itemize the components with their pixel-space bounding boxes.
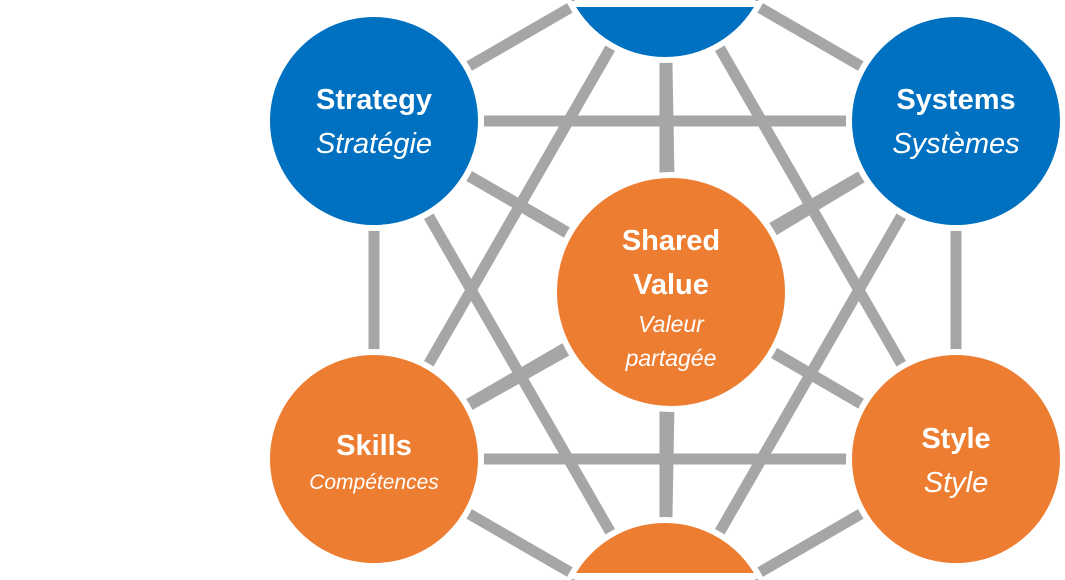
node-skills: Skills Compétences <box>309 424 439 498</box>
node-strategy-en: Strategy <box>315 84 433 116</box>
node-systems: Systems Systèmes <box>892 78 1019 166</box>
node-shared-fr2: partagée <box>625 345 717 371</box>
circle-top <box>565 1 765 63</box>
circle-bottom <box>565 517 765 579</box>
node-skills-fr: Compétences <box>309 471 439 494</box>
node-strategy-fr: Stratégie <box>315 128 433 160</box>
node-systems-fr: Systèmes <box>892 128 1020 160</box>
node-shared-en1: Shared <box>621 225 721 257</box>
node-shared-fr1: Valeur <box>638 311 704 337</box>
circle-style <box>846 349 1065 569</box>
node-style-en: Style <box>921 423 991 455</box>
node-strategy: Strategy Stratégie <box>316 78 432 166</box>
node-skills-en: Skills <box>336 430 412 462</box>
node-systems-en: Systems <box>896 84 1016 116</box>
node-shared-en2: Value <box>633 269 709 301</box>
circle-shared-value <box>551 172 791 412</box>
node-style: Style Style <box>921 417 990 505</box>
circle-strategy <box>264 11 484 231</box>
circle-skills <box>264 349 484 569</box>
node-shared-value: Shared Value Valeur partagée <box>622 219 720 375</box>
node-style-fr: Style <box>923 467 989 499</box>
circle-systems <box>846 11 1065 231</box>
